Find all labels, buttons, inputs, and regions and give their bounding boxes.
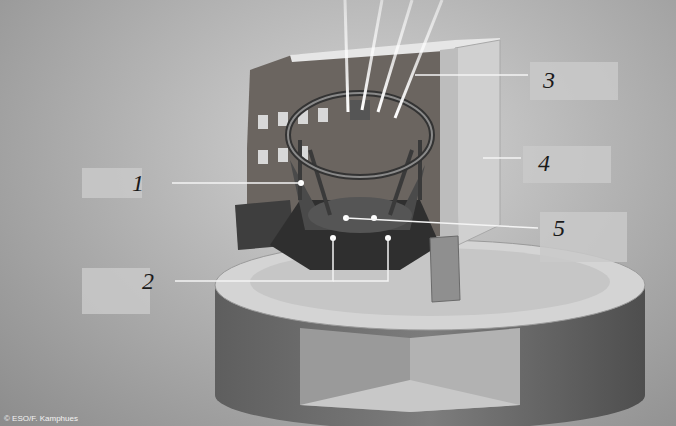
side-wall-edge [440,48,458,245]
callout-number: 5 [553,216,565,240]
callout-box [82,62,627,314]
top-ring [288,93,432,177]
callout-number: 1 [132,171,144,195]
console [430,236,460,302]
watermark: © ESO/F. Kamphues [4,414,78,423]
leader-line [172,75,538,281]
top-ring-highlight [288,93,432,177]
cutaway-floor [300,380,520,412]
side-wall [455,40,500,245]
laser-glints [298,180,391,241]
secondary-mirror [350,100,370,120]
laser-beams [345,0,442,118]
callout-number: 4 [538,151,550,175]
primary-mirror [308,197,412,233]
callout-number: 2 [142,269,154,293]
callout-number: 3 [543,68,555,92]
